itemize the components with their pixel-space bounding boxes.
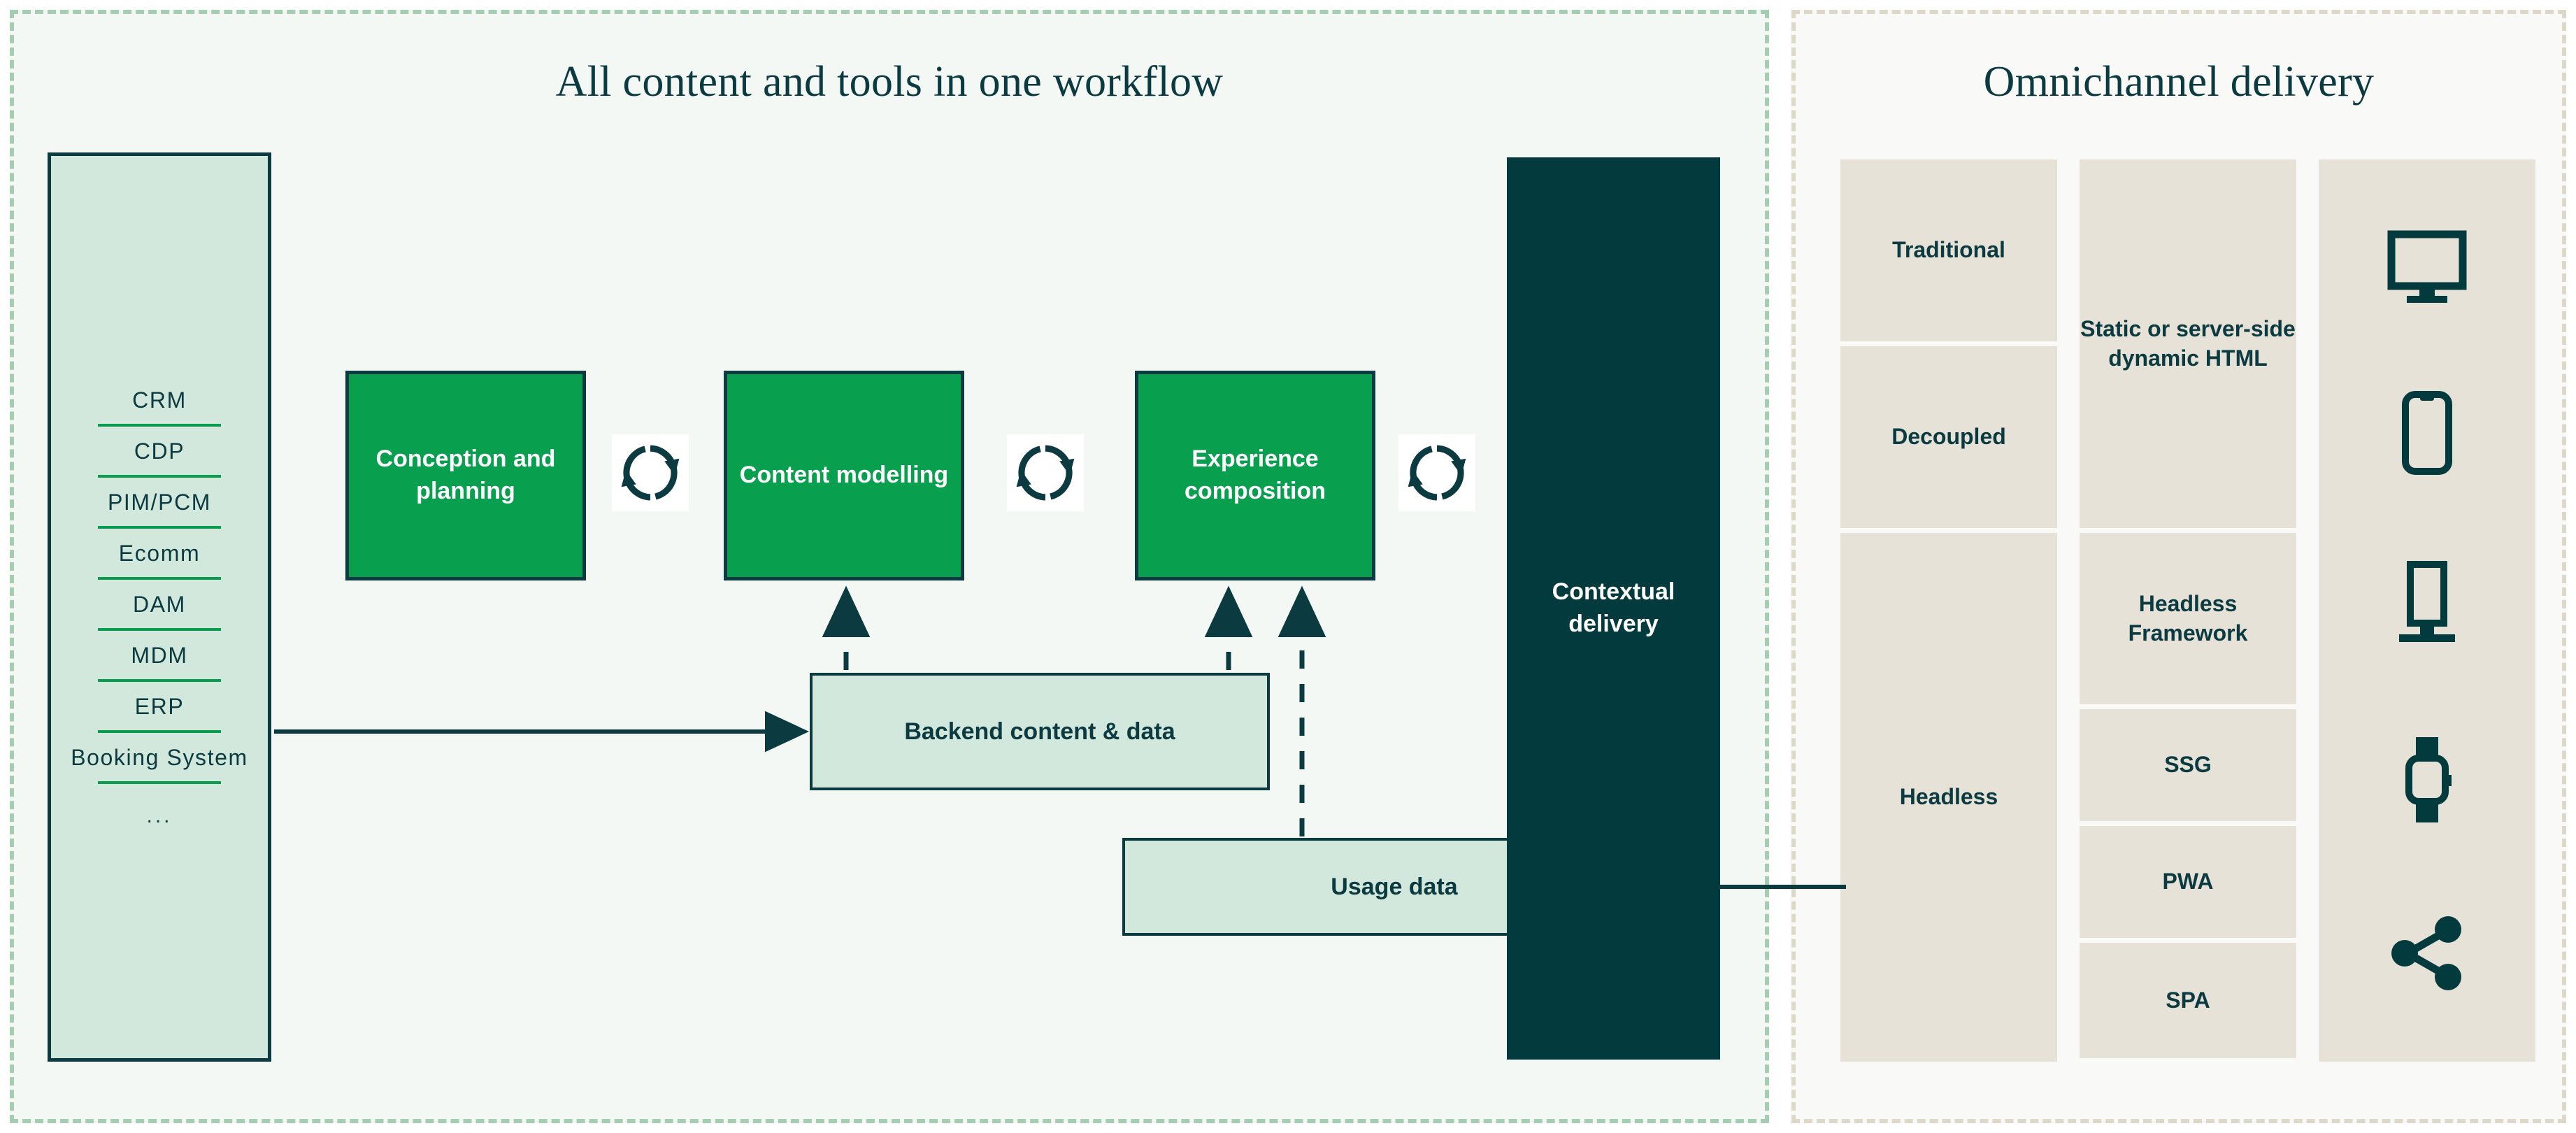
source-item-erp: ERP: [134, 693, 185, 719]
source-separator: [98, 627, 221, 631]
workflow-panel-title: All content and tools in one workflow: [555, 58, 1224, 106]
source-item-more: ...: [146, 804, 173, 827]
source-item-dam: DAM: [133, 591, 186, 617]
smartphone-icon: [2401, 390, 2453, 476]
smartwatch-icon: [2393, 734, 2461, 829]
share-network-icon: [2388, 915, 2466, 991]
source-item-booking-system: Booking System: [71, 744, 248, 770]
process-box-label: Experience composition: [1184, 446, 1326, 504]
technology-cell-pwa: PWA: [2080, 826, 2296, 938]
technology-cell-headless-framework: Headless Framework: [2080, 533, 2296, 704]
process-box-label: Conception and planning: [375, 446, 556, 504]
process-box-label: Content modelling: [739, 462, 949, 489]
backend-content-label: Backend content & data: [904, 718, 1175, 745]
cycle-arrows-icon: [1007, 434, 1084, 511]
devices-column: [2319, 159, 2535, 1062]
source-systems-box: CRM CDP PIM/PCM Ecomm DAM MDM ERP Bookin…: [48, 152, 271, 1062]
devices-panel: [2319, 159, 2535, 1062]
desktop-monitor-icon: [2386, 230, 2468, 304]
source-item-mdm: MDM: [131, 642, 188, 668]
source-item-pim-pcm: PIM/PCM: [107, 489, 212, 515]
technology-cell-static-or-server-side-dynamic-html: Static or server-side dynamic HTML: [2080, 159, 2296, 528]
process-box-conception-and-planning: Conception and planning: [345, 371, 586, 580]
contextual-delivery-bar: Contextual delivery: [1507, 157, 1720, 1060]
technology-cell-ssg: SSG: [2080, 709, 2296, 821]
technology-column: Static or server-side dynamic HTML Headl…: [2080, 159, 2296, 1058]
usage-data-label: Usage data: [1331, 873, 1458, 900]
source-item-crm: CRM: [132, 387, 187, 413]
cycle-arrows-icon: [1398, 434, 1475, 511]
source-separator: [98, 729, 221, 733]
architecture-cell-headless: Headless: [1840, 533, 2057, 1062]
source-separator: [98, 781, 221, 784]
source-separator: [98, 576, 221, 580]
source-separator: [98, 474, 221, 478]
source-item-ecomm: Ecomm: [118, 540, 201, 566]
omnichannel-panel-title: Omnichannel delivery: [1983, 58, 2375, 106]
contextual-delivery-label: Contextual delivery: [1552, 578, 1675, 637]
cycle-arrows-icon: [612, 434, 689, 511]
architecture-cell-decoupled: Decoupled: [1840, 346, 2057, 528]
architecture-cell-traditional: Traditional: [1840, 159, 2057, 341]
source-separator: [98, 678, 221, 682]
source-item-cdp: CDP: [134, 438, 185, 464]
kiosk-display-icon: [2393, 560, 2461, 649]
source-separator: [98, 423, 221, 427]
technology-cell-spa: SPA: [2080, 943, 2296, 1058]
architecture-column: Traditional Decoupled Headless: [1840, 159, 2057, 1062]
backend-content-and-data-box: Backend content & data: [810, 673, 1270, 790]
source-separator: [98, 525, 221, 529]
process-box-content-modelling: Content modelling: [724, 371, 964, 580]
process-box-experience-composition: Experience composition: [1135, 371, 1375, 580]
